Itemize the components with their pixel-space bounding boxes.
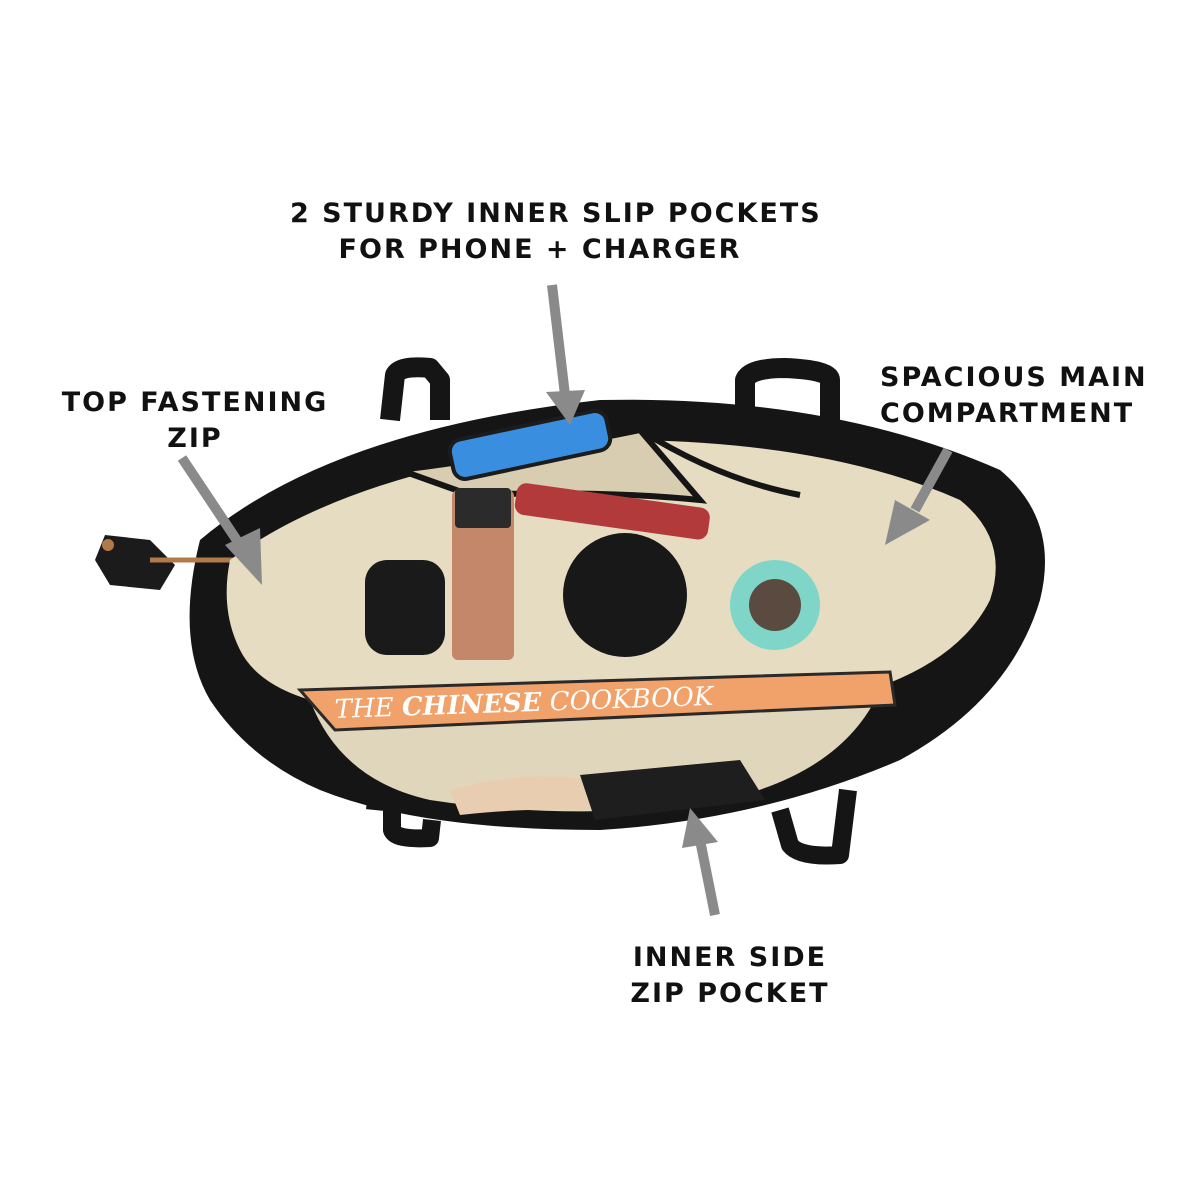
phone [447, 409, 613, 481]
callout-side-pocket: INNER SIDE ZIP POCKET [620, 940, 840, 1012]
callout-main-compartment-line2: COMPARTMENT [880, 398, 1135, 429]
callout-main-compartment-line1: SPACIOUS MAIN [880, 362, 1148, 393]
side-pocket [580, 760, 765, 820]
handle-back-left [380, 357, 450, 422]
slip-pocket-edge [638, 427, 801, 498]
callout-slip-pockets-line2: FOR PHONE + CHARGER [338, 234, 742, 265]
handle-back-right [735, 358, 840, 430]
arrow-pockets [546, 284, 585, 425]
handle-front-right [771, 788, 857, 865]
bottle-cap [455, 488, 511, 528]
cookbook [296, 670, 897, 732]
book-title: THE CHINESE COOKBOOK [334, 682, 715, 725]
callout-top-zip: TOP FASTENING ZIP [60, 385, 330, 457]
tape-core [749, 579, 801, 631]
arrow-top-zip [177, 455, 262, 585]
makeup-base-bottle [452, 490, 514, 660]
callout-top-zip-line2: ZIP [167, 423, 223, 454]
callout-main-compartment: SPACIOUS MAIN COMPARTMENT [880, 360, 1150, 432]
arrow-main-compartment [885, 447, 953, 545]
zip-pull [95, 535, 175, 590]
zip-ring [102, 539, 114, 551]
mascara [514, 483, 710, 540]
compact-powder [563, 533, 687, 657]
callout-side-pocket-line1: INNER SIDE [632, 942, 828, 973]
callout-side-pocket-line2: ZIP POCKET [630, 978, 830, 1009]
wallet [450, 776, 590, 815]
callout-top-zip-line1: TOP FASTENING [61, 387, 329, 418]
callout-slip-pockets: 2 STURDY INNER SLIP POCKETS FOR PHONE + … [290, 196, 822, 268]
earbuds-case [365, 560, 445, 655]
callout-slip-pockets-line1: 2 STURDY INNER SLIP POCKETS [290, 198, 822, 229]
arrow-side-pocket [682, 808, 720, 916]
